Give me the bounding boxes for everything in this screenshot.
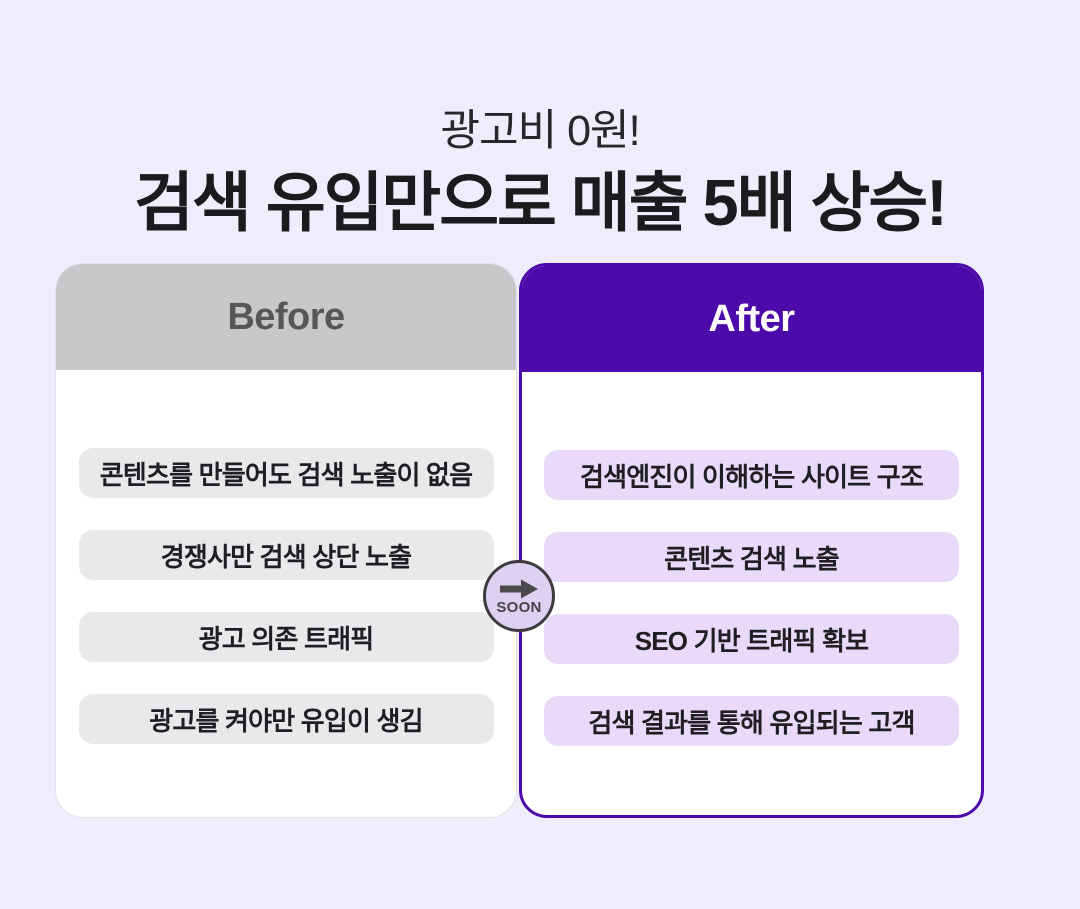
before-card-header: Before [56, 264, 516, 370]
after-item-4: 검색 결과를 통해 유입되는 고객 [544, 696, 959, 746]
title-subtitle: 광고비 0원! [440, 107, 640, 155]
after-card-header: After [522, 266, 981, 372]
after-item-2: 콘텐츠 검색 노출 [544, 532, 959, 582]
before-item-1: 콘텐츠를 만들어도 검색 노출이 없음 [78, 448, 494, 498]
before-item-3: 광고 의존 트래픽 [78, 612, 494, 662]
soon-badge: SOON [483, 560, 555, 632]
right-arrow-icon [500, 579, 538, 599]
before-item-4: 광고를 켜야만 유입이 생김 [78, 694, 494, 744]
page-title: 검색 유입만으로 매출 5배 상승! [134, 166, 948, 239]
soon-badge-label: SOON [496, 599, 542, 616]
before-item-2: 경쟁사만 검색 상단 노출 [78, 530, 494, 580]
after-item-3: SEO 기반 트래픽 확보 [544, 614, 959, 664]
after-card-body: 검색엔진이 이해하는 사이트 구조 콘텐츠 검색 노출 SEO 기반 트래픽 확… [522, 372, 981, 746]
after-card: After 검색엔진이 이해하는 사이트 구조 콘텐츠 검색 노출 SEO 기반… [519, 263, 984, 818]
after-item-1: 검색엔진이 이해하는 사이트 구조 [544, 450, 959, 500]
before-card-body: 콘텐츠를 만들어도 검색 노출이 없음 경쟁사만 검색 상단 노출 광고 의존 … [56, 370, 516, 744]
before-card: Before 콘텐츠를 만들어도 검색 노출이 없음 경쟁사만 검색 상단 노출… [55, 263, 517, 818]
